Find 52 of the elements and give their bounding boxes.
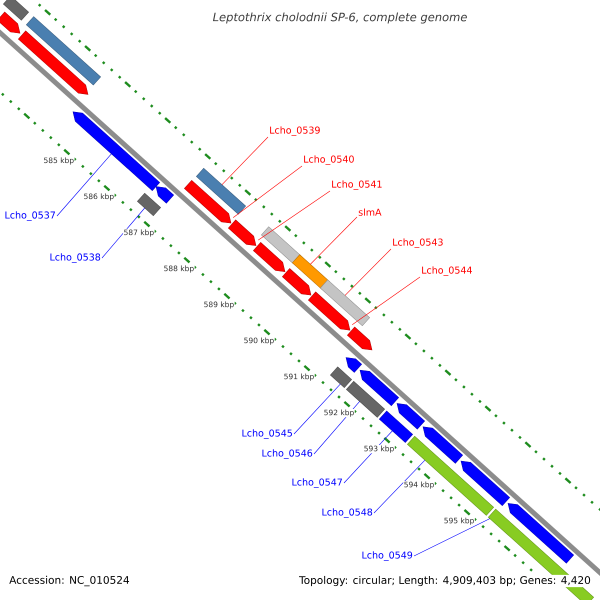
gene-label: Lcho_0545 <box>242 429 292 439</box>
gene-block <box>282 268 312 296</box>
gene-bar <box>330 366 352 388</box>
gene-label: Lcho_0547 <box>292 478 342 488</box>
gene-label: Lcho_0544 <box>422 266 472 276</box>
gene-bar <box>292 254 330 290</box>
leader-line <box>258 190 330 240</box>
gene-label: Lcho_0539 <box>270 126 320 136</box>
leader-line <box>102 208 145 258</box>
title: Leptothrix cholodnii SP-6, complete genome <box>212 12 467 24</box>
gene-block <box>184 180 232 224</box>
gene-block <box>308 292 350 330</box>
gene-block <box>72 112 160 191</box>
gene-label: Lcho_0543 <box>393 238 443 248</box>
gene-label: slmA <box>358 208 382 216</box>
gene-block <box>396 403 425 430</box>
gene-label: Lcho_0546 <box>262 449 312 459</box>
gene-bar <box>261 226 301 264</box>
accession-text: Accession: NC_010524 <box>8 574 131 588</box>
gene-block <box>460 460 510 506</box>
leader-line <box>56 154 112 216</box>
gene-bar <box>320 280 370 326</box>
leader-line <box>222 136 268 185</box>
leader-line <box>374 460 426 514</box>
gene-block <box>422 426 463 464</box>
gene-block <box>360 370 399 406</box>
topology-text: Topology: circular; Length: 4,909,403 bp; Genes: 4,420 <box>298 574 592 588</box>
gene-block <box>156 186 174 204</box>
gene-bar <box>196 168 246 214</box>
gene-block <box>253 242 286 272</box>
gene-label: Lcho_0537 <box>5 211 55 221</box>
gene-label: Lcho_0549 <box>362 551 412 561</box>
leader-line <box>414 518 490 556</box>
gene-block <box>18 30 88 95</box>
leader-line <box>232 166 302 218</box>
gene-block <box>228 220 256 246</box>
gene-bar <box>379 410 413 443</box>
leader-line <box>310 216 358 265</box>
gene-bar <box>137 192 161 216</box>
gene-block <box>346 357 362 373</box>
leader-line <box>352 276 420 326</box>
gene-label: Lcho_0548 <box>322 508 372 518</box>
leader-line <box>344 248 392 296</box>
gene-label: Lcho_0538 <box>50 253 100 263</box>
gene-block <box>0 12 20 34</box>
gene-label: Lcho_0541 <box>332 180 382 190</box>
gene-block <box>508 503 574 564</box>
gene-bar <box>3 0 29 21</box>
gene-label: Lcho_0540 <box>304 155 354 165</box>
gene-block <box>347 326 372 350</box>
gene-bar <box>26 16 101 86</box>
leader-line <box>294 384 341 434</box>
